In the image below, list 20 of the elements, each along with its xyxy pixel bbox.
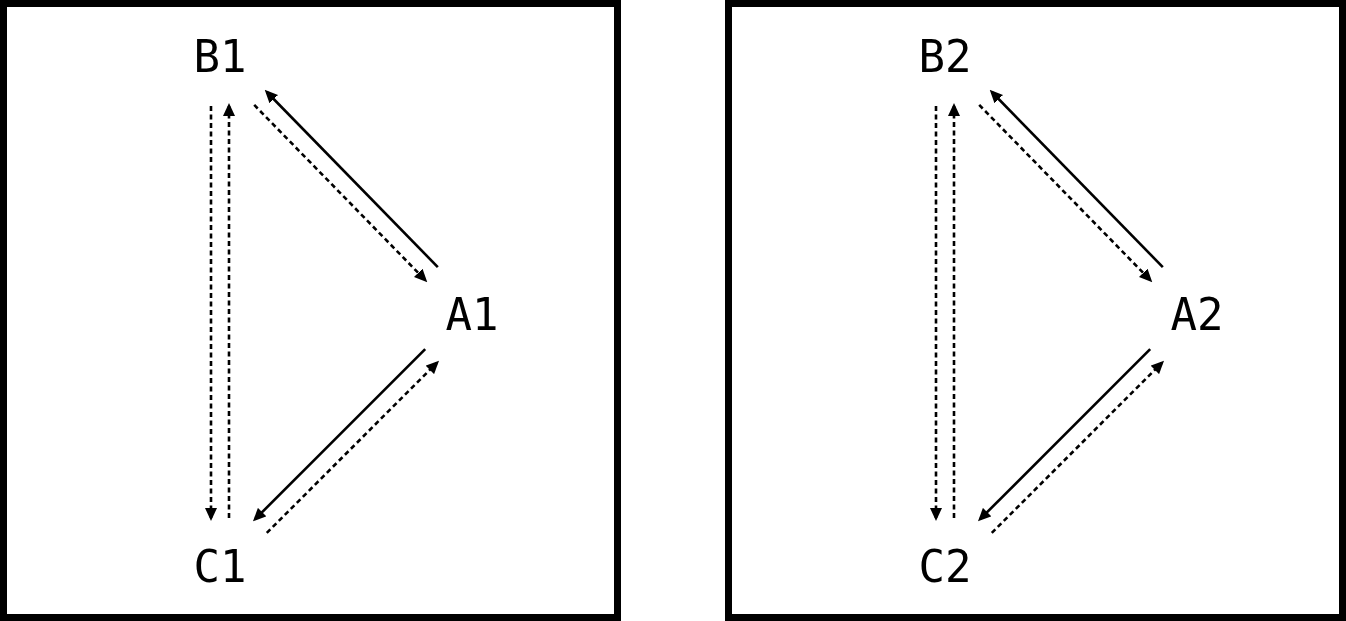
panel-frame: [0, 0, 621, 621]
dashed-arrow: [990, 360, 1164, 534]
node-label: A2: [1170, 293, 1224, 337]
node-label: C2: [918, 545, 972, 589]
dashed-arrow: [205, 106, 217, 521]
arrow: [264, 89, 439, 268]
dashed-arrow: [978, 104, 1153, 283]
node-label: C1: [193, 545, 247, 589]
node-label: B1: [193, 35, 247, 79]
dashed-arrow: [930, 106, 942, 521]
dashed-arrow: [253, 104, 428, 283]
arrow: [253, 348, 427, 522]
node-label: A1: [445, 293, 499, 337]
panel-frame: [725, 0, 1346, 621]
arrow: [978, 348, 1152, 522]
node-label: B2: [918, 35, 972, 79]
dashed-arrow: [265, 360, 439, 534]
arrow: [989, 89, 1164, 268]
dashed-arrow: [223, 103, 235, 518]
dashed-arrow: [948, 103, 960, 518]
